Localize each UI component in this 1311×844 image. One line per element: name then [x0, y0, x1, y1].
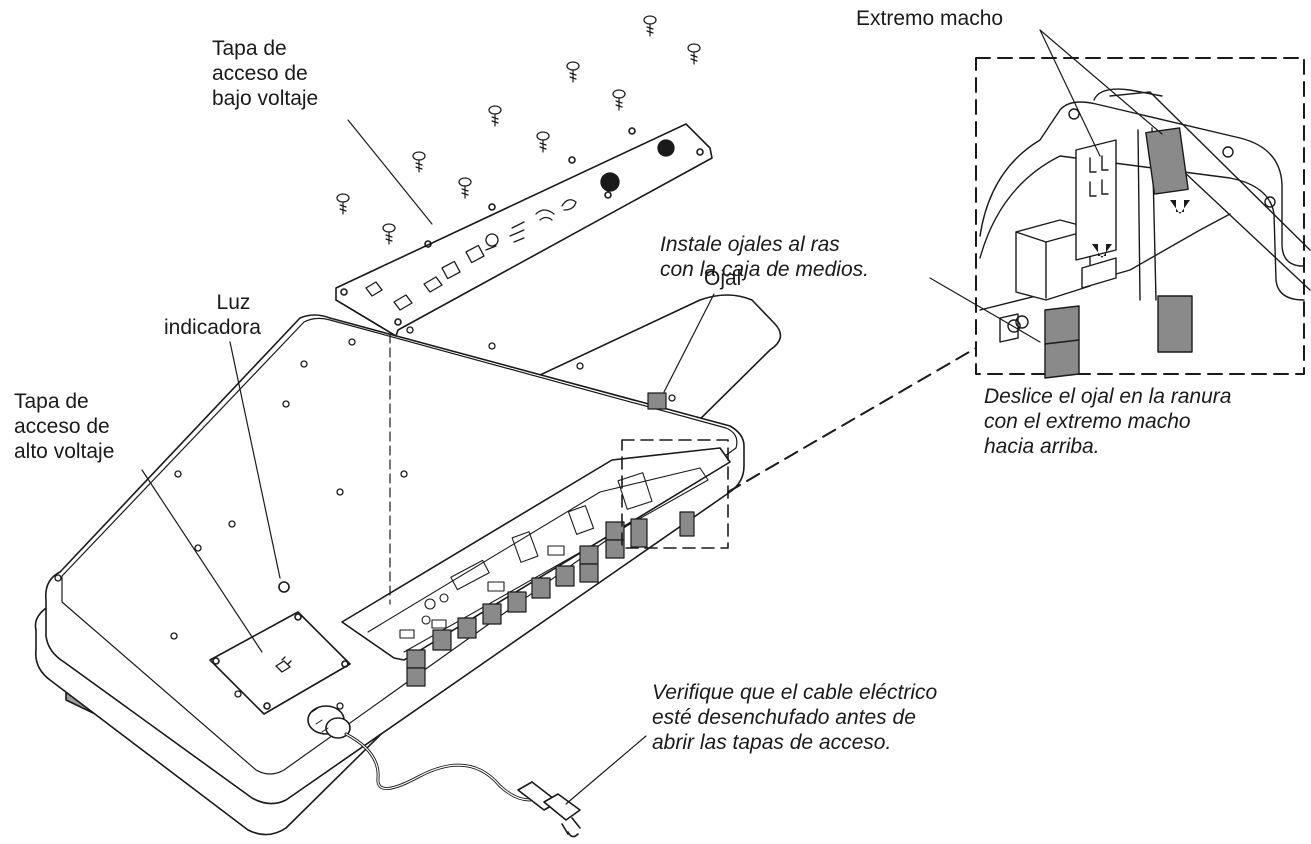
cover-edge [335, 299, 397, 337]
lid-screw-holes [54, 326, 676, 710]
media-box-housing [44, 314, 745, 805]
grommet-row [406, 392, 695, 687]
label-grommet: Ojal [704, 267, 742, 290]
leader-male-end-2 [1039, 29, 1101, 157]
leader-indicator-light [229, 341, 281, 579]
leader-low-voltage-cover [347, 119, 433, 225]
port-icons [365, 139, 675, 311]
label-low-voltage-cover: Tapa de acceso de bajo voltaje [212, 37, 319, 110]
note-unplug-warning: Verifique que el cable eléctrico esté de… [652, 681, 938, 754]
label-male-end: Extremo macho [856, 7, 1004, 30]
housing-top-face [61, 317, 738, 775]
low-voltage-cover-holes [340, 127, 704, 326]
label-high-voltage-cover: Tapa de acceso de alto voltaje [14, 390, 115, 463]
cover-screws [336, 15, 701, 245]
leader-lines [141, 29, 1163, 805]
power-plug [517, 781, 581, 838]
low-voltage-opening [341, 447, 731, 661]
leader-male-end-1 [1039, 29, 1163, 135]
power-plug-icon [275, 656, 292, 673]
leader-high-voltage-cover [141, 469, 263, 653]
note-flush-grommets: Instale ojales al ras con la caja de med… [660, 233, 869, 281]
leader-grommet [663, 293, 715, 393]
detail-leader-line [727, 347, 977, 493]
cable-gland [307, 705, 351, 739]
note-slide-grommet: Deslice el ojal en la ranura con el extr… [984, 385, 1232, 458]
leader-unplug-warning [565, 735, 647, 805]
power-cord [344, 732, 532, 802]
indicator-light [278, 581, 290, 593]
high-voltage-cover-screws [212, 613, 349, 710]
label-indicator-light: Luz indicadora [164, 291, 261, 339]
insertion-arrows [1092, 200, 1190, 258]
detail-inset-drawing [979, 88, 1311, 379]
detail-callout-box [621, 439, 729, 549]
leader-flush-grommets [929, 277, 1041, 343]
detail-inset-box [975, 57, 1305, 375]
